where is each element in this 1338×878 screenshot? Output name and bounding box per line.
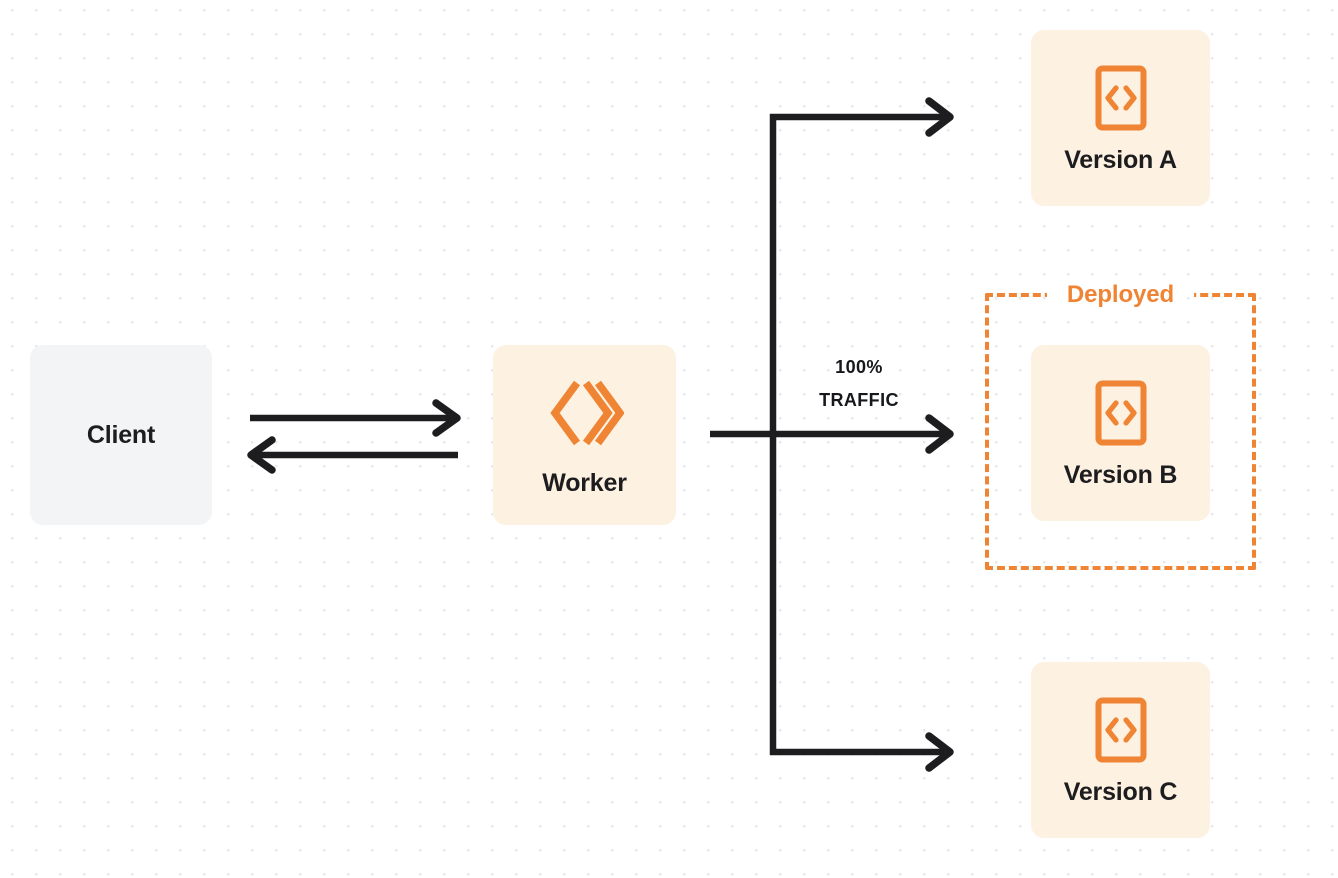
code-file-icon <box>1094 379 1148 447</box>
edge-worker-to-client <box>247 436 458 474</box>
traffic-percent: 100% <box>835 357 883 377</box>
deployed-frame-gap-left <box>1047 293 1061 297</box>
workers-logo-icon <box>546 375 625 451</box>
deployed-frame-gap-right <box>1180 293 1194 297</box>
arrowhead-version-c <box>925 732 954 772</box>
code-file-icon <box>1094 64 1148 132</box>
node-client-label: Client <box>86 420 156 449</box>
deployed-group-label-text: Deployed <box>1057 281 1184 308</box>
node-version-b[interactable]: Version B <box>1031 345 1210 521</box>
node-version-a-label: Version A <box>1064 145 1177 174</box>
arrowhead-version-b <box>925 414 954 454</box>
node-version-a[interactable]: Version A <box>1031 30 1210 206</box>
node-client[interactable]: Client <box>30 345 212 525</box>
traffic-word: TRAFFIC <box>819 390 899 410</box>
node-version-c-label: Version C <box>1063 777 1178 806</box>
traffic-label: 100% TRAFFIC <box>778 351 940 417</box>
arrowhead-version-a <box>925 97 954 137</box>
deployed-group-label: Deployed <box>985 281 1256 308</box>
node-worker-label: Worker <box>542 468 627 497</box>
deployed-group-frame <box>985 293 1256 570</box>
code-file-icon <box>1094 696 1148 764</box>
edge-worker-trunk <box>710 113 944 756</box>
node-version-b-label: Version B <box>1063 460 1178 489</box>
node-version-c[interactable]: Version C <box>1031 662 1210 838</box>
node-worker[interactable]: Worker <box>493 345 676 525</box>
edge-client-to-worker <box>250 399 461 437</box>
